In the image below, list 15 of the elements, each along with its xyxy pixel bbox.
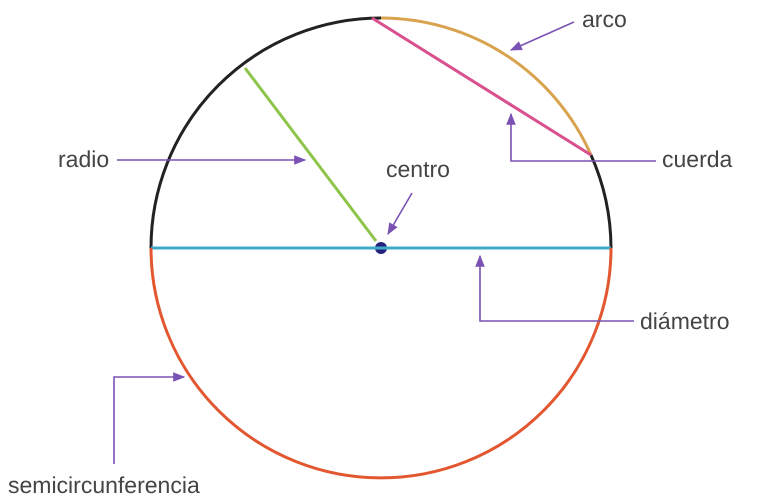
leader-line — [113, 372, 186, 464]
leader-line — [117, 155, 306, 165]
radius-line — [244, 67, 378, 242]
part-label: cuerda — [662, 148, 732, 171]
leader-line — [387, 192, 413, 236]
part-label: centro — [386, 158, 450, 181]
center-point — [375, 242, 387, 254]
part-label: diámetro — [640, 310, 730, 333]
leader-line — [475, 254, 634, 322]
part-label: semicircunferencia — [8, 474, 200, 497]
part-label: radio — [58, 148, 110, 171]
diameter-line — [151, 246, 611, 250]
part-label: arco — [582, 8, 627, 31]
leader-line — [506, 112, 656, 162]
leader-line — [510, 21, 574, 51]
